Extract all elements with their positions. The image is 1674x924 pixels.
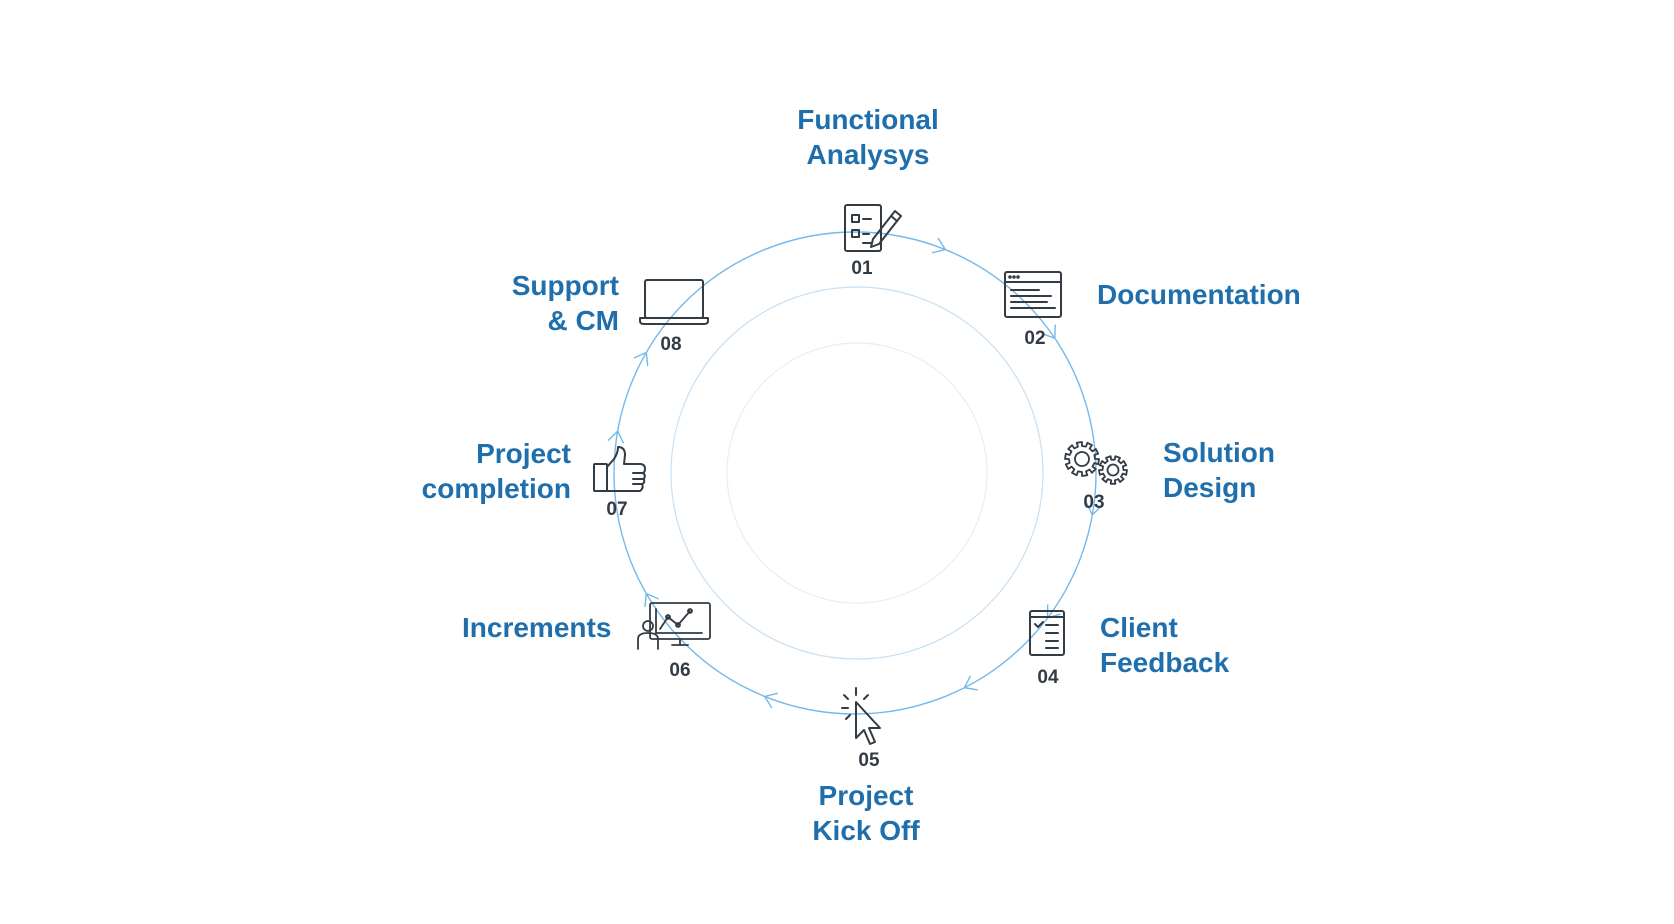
step-02-title-line-1: Documentation bbox=[1097, 279, 1301, 310]
step-08-title-line-2: & CM bbox=[547, 305, 619, 336]
step-06-number: 06 bbox=[669, 660, 691, 681]
document-window-icon bbox=[1003, 270, 1063, 320]
step-02-title: Documentation bbox=[1097, 277, 1301, 312]
step-05-title-line-2: Kick Off bbox=[812, 815, 920, 846]
cycle-arrow-chevron bbox=[644, 592, 659, 608]
step-07-title-line-2: completion bbox=[421, 473, 571, 504]
gear-hole bbox=[1106, 463, 1120, 477]
step-08-number: 08 bbox=[660, 334, 682, 355]
step-04-title: Client Feedback bbox=[1100, 610, 1229, 680]
cycle-arrow-chevron bbox=[607, 430, 625, 444]
step-06-title: Increments bbox=[462, 610, 611, 645]
thumbs-up-icon bbox=[592, 445, 648, 493]
inner-ring bbox=[726, 342, 988, 604]
step-08-title: Support & CM bbox=[512, 268, 619, 338]
cycle-arrow-chevron bbox=[764, 692, 779, 709]
step-05-title-line-1: Project bbox=[818, 780, 914, 811]
middle-ring bbox=[670, 286, 1044, 660]
step-03-title: Solution Design bbox=[1163, 435, 1275, 505]
step-02-number: 02 bbox=[1024, 328, 1046, 349]
step-07-title: Project completion bbox=[422, 436, 571, 506]
step-01-number: 01 bbox=[851, 258, 873, 279]
checklist-pencil-icon bbox=[843, 203, 903, 255]
step-06-title-line-1: Increments bbox=[462, 612, 612, 643]
gear-hole bbox=[1074, 451, 1090, 467]
step-05-number: 05 bbox=[858, 750, 880, 771]
cursor-click-icon bbox=[838, 686, 888, 748]
clipboard-checklist-icon bbox=[1028, 607, 1068, 657]
cycle-arrow-chevron bbox=[1085, 502, 1103, 516]
step-04-title-line-1: Client bbox=[1100, 612, 1178, 643]
step-04-title-line-2: Feedback bbox=[1100, 647, 1230, 678]
step-03-title-line-1: Solution bbox=[1163, 437, 1275, 468]
laptop-icon bbox=[638, 278, 712, 328]
cycle-arrow-chevron bbox=[1041, 324, 1056, 339]
cycle-arrow-chevron bbox=[931, 237, 946, 254]
step-03-number: 03 bbox=[1083, 492, 1105, 513]
step-07-title-line-1: Project bbox=[476, 438, 571, 469]
step-03-title-line-2: Design bbox=[1163, 472, 1257, 503]
cycle-direction-arrows bbox=[607, 237, 1103, 709]
gear-shape bbox=[1098, 455, 1128, 485]
cycle-arrow-chevron bbox=[633, 351, 649, 367]
step-04-number: 04 bbox=[1037, 667, 1059, 688]
step-05-title: Project Kick Off bbox=[812, 778, 919, 848]
gears-icon bbox=[1063, 441, 1133, 489]
step-01-title: Functional Analysys bbox=[797, 102, 939, 172]
presentation-chart-icon bbox=[636, 601, 712, 650]
step-08-title-line-1: Support bbox=[511, 270, 619, 301]
gear-shape bbox=[1064, 441, 1100, 477]
step-01-title-line-2: Analysys bbox=[806, 139, 930, 170]
step-01-title-line-1: Functional bbox=[797, 104, 939, 135]
step-07-number: 07 bbox=[606, 499, 628, 520]
cycle-arrow-chevron bbox=[963, 675, 978, 691]
